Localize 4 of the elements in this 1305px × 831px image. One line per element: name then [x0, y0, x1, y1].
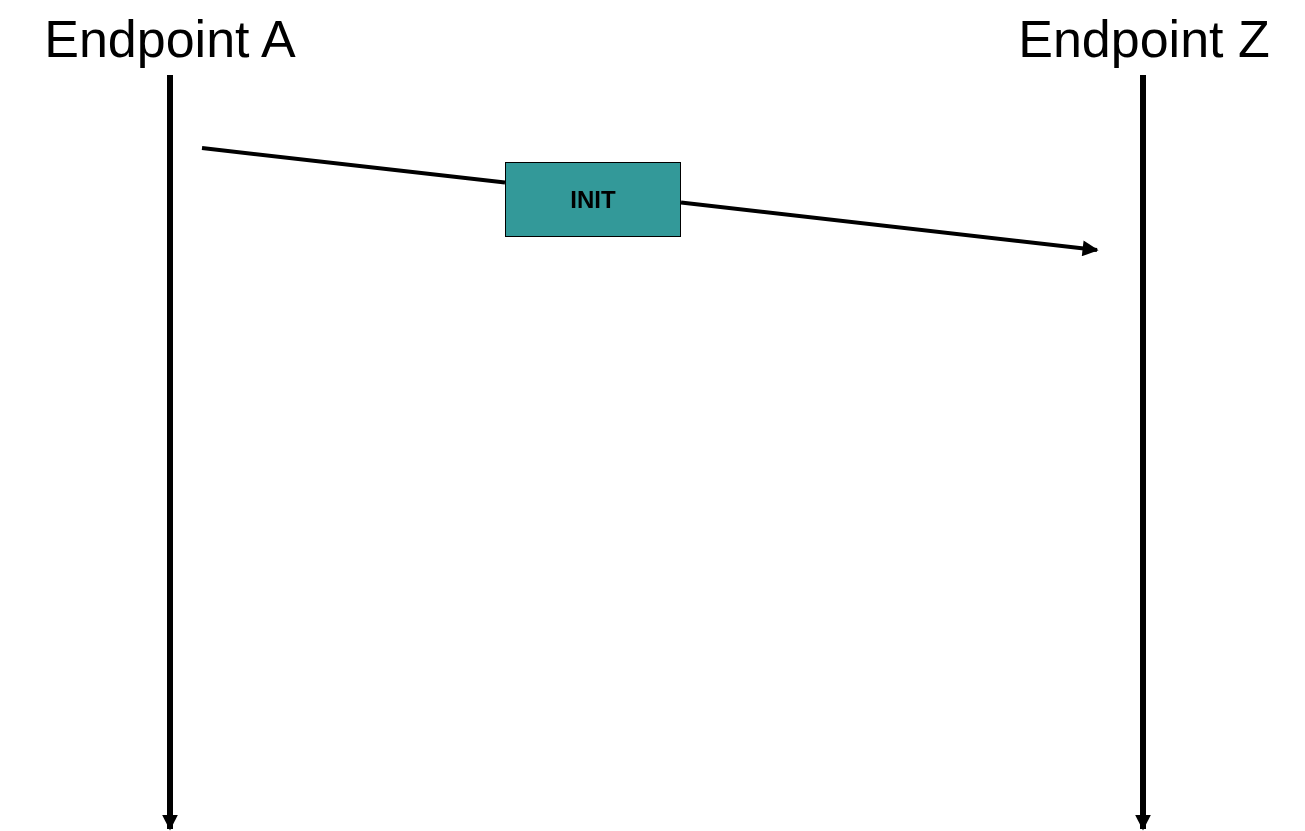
message-arrow [680, 200, 1099, 257]
message-box: INIT [505, 162, 681, 237]
lifeline-label: Endpoint A [12, 12, 328, 66]
lifeline-label: Endpoint Z [988, 12, 1300, 66]
